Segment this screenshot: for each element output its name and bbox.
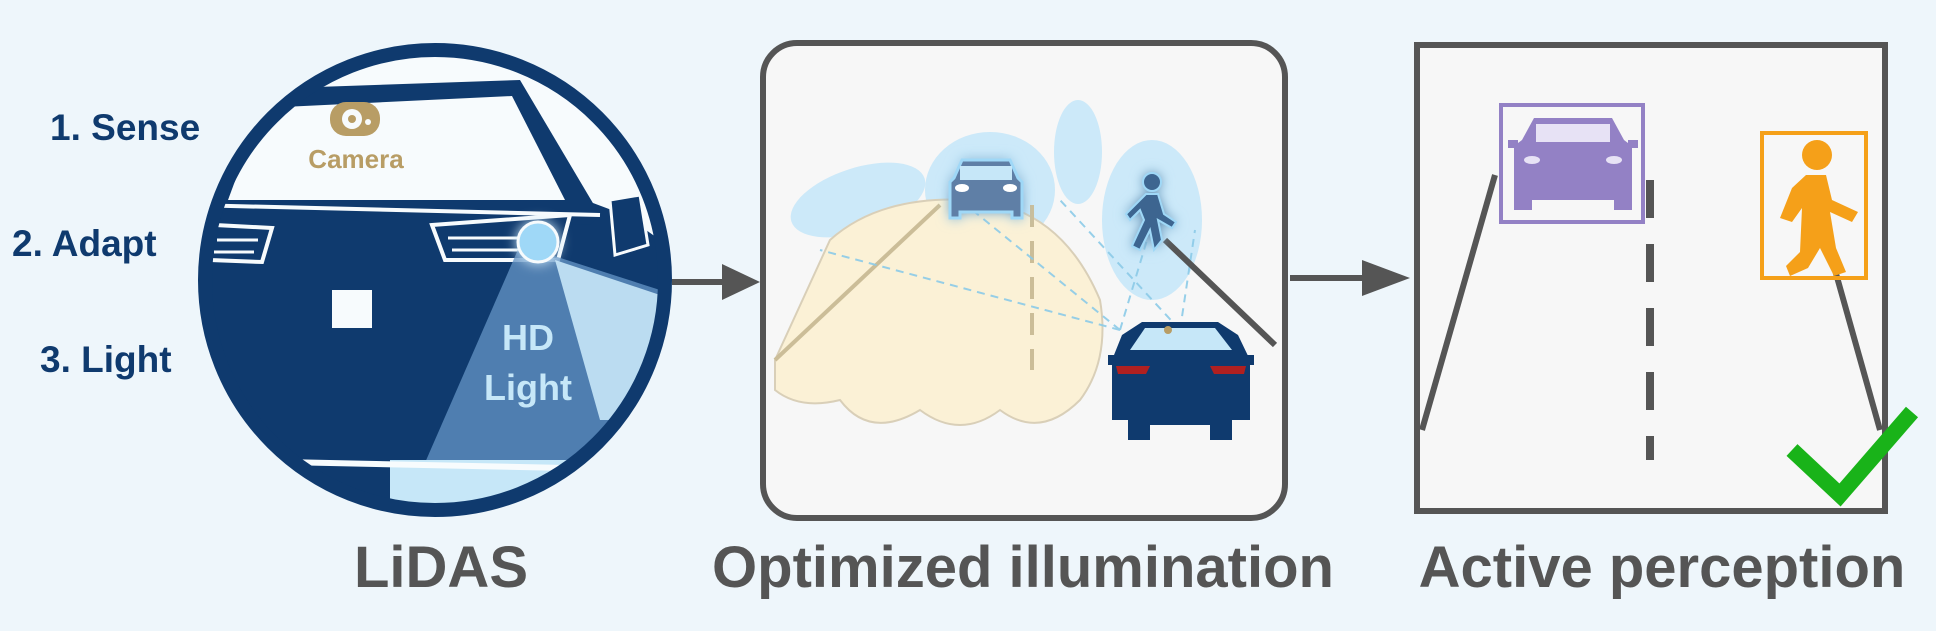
step-adapt-label: 2. Adapt: [12, 223, 157, 264]
step-sense-label: 1. Sense: [50, 107, 200, 148]
car-icon: [1499, 103, 1645, 224]
car-icon: [948, 158, 1024, 220]
optimized-illumination-panel: [760, 40, 1288, 521]
camera-icon: [330, 102, 380, 136]
ego-car-rear: [1108, 322, 1254, 440]
lidas-headlight-illustration: Camera HD Light: [198, 43, 672, 517]
caption-optimized-illumination: Optimized illumination: [712, 535, 1334, 600]
pedestrian-icon: [1124, 172, 1178, 253]
captions: LiDAS Optimized illumination Active perc…: [354, 535, 1905, 600]
caption-lidas: LiDAS: [354, 535, 528, 600]
camera-label: Camera: [308, 144, 404, 174]
arrow-icon: [672, 264, 760, 300]
step-labels: 1. Sense 2. Adapt 3. Light: [12, 107, 200, 380]
pedestrian-icon: [1760, 131, 1868, 280]
active-perception-panel: [1414, 42, 1919, 514]
hd-label: HD: [502, 317, 554, 358]
arrow-icon: [1290, 260, 1410, 296]
light-label: Light: [484, 367, 572, 408]
check-icon: [1786, 406, 1919, 507]
caption-active-perception: Active perception: [1419, 535, 1906, 600]
step-light-label: 3. Light: [40, 339, 172, 380]
